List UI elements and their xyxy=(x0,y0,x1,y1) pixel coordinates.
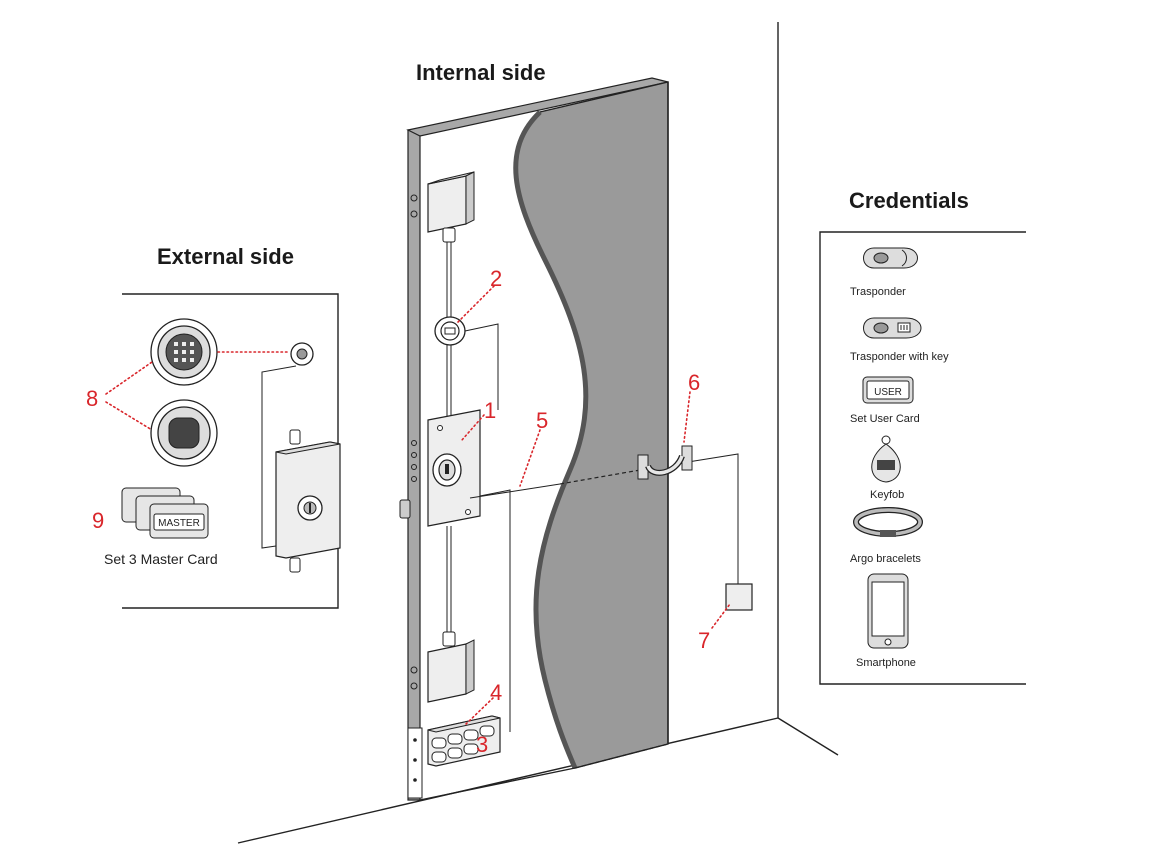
user-card-text: USER xyxy=(874,387,902,398)
proximity-pad-icon xyxy=(168,417,200,449)
callout-3: 3 xyxy=(476,732,488,757)
door-bottom-left xyxy=(419,767,576,801)
handle xyxy=(637,445,693,480)
upper-lock-box xyxy=(427,171,475,243)
credential-label: Keyfob xyxy=(870,489,904,501)
credential-label: Trasponder with key xyxy=(850,351,949,363)
signal-cable xyxy=(469,483,561,499)
door-bottom-dashed xyxy=(574,743,669,769)
callout-4: 4 xyxy=(490,680,502,705)
internal-side-heading: Internal side xyxy=(416,60,546,85)
frame-screw xyxy=(413,738,417,742)
frame-hole xyxy=(410,682,418,690)
callout-9: 9 xyxy=(92,508,104,533)
master-card-text: MASTER xyxy=(158,518,200,529)
frame-strike-plate xyxy=(407,727,423,799)
callout-4-leader xyxy=(465,697,494,725)
callout-8-leader xyxy=(105,361,153,395)
external-side-heading: External side xyxy=(157,244,294,269)
room-outline xyxy=(237,22,839,844)
frame-hole xyxy=(410,194,418,202)
credential-label: Argo bracelets xyxy=(850,553,921,565)
master-card-label: Set 3 Master Card xyxy=(104,551,218,567)
credentials-panel: Trasponder Trasponder with key USER Set … xyxy=(819,231,1026,685)
external-cable xyxy=(261,365,297,549)
callout-2: 2 xyxy=(490,266,502,291)
callout-7: 7 xyxy=(698,628,710,653)
frame-knob xyxy=(399,499,411,519)
callout-6: 6 xyxy=(688,370,700,395)
cable-to-sensor xyxy=(687,453,739,584)
floor-right-line xyxy=(777,717,839,756)
callout-5: 5 xyxy=(536,408,548,433)
frame-screw xyxy=(413,758,417,762)
frame-hole xyxy=(410,666,418,674)
callout-6-leader xyxy=(683,391,691,443)
master-cards-icon: MASTER xyxy=(121,487,209,539)
frame-screw xyxy=(413,778,417,782)
keyfob-icon xyxy=(871,435,901,483)
credential-label: Smartphone xyxy=(856,657,916,669)
credential-label: Set User Card xyxy=(850,413,920,425)
callout-8: 8 xyxy=(86,386,98,411)
callout-1-leader xyxy=(461,414,485,441)
frame-hole xyxy=(411,440,417,446)
main-lock-body xyxy=(427,409,481,527)
callout-2-leader xyxy=(457,285,495,323)
frame-hole xyxy=(411,476,417,482)
frame-hole xyxy=(411,464,417,470)
battery-cable xyxy=(479,489,511,732)
floor-line xyxy=(237,717,779,844)
credentials-panel-frame xyxy=(819,231,1026,685)
callout-8-leader xyxy=(105,401,153,431)
credential-label: Trasponder xyxy=(850,286,906,298)
lower-lock-box xyxy=(427,631,475,703)
external-panel: 8 9 MASTER Set 3 Master Card xyxy=(86,293,341,609)
transponder-icon xyxy=(863,247,918,269)
callout-5-leader xyxy=(519,429,541,487)
callout-7-leader xyxy=(711,603,731,629)
smartphone-icon xyxy=(867,573,909,649)
credentials-heading: Credentials xyxy=(849,188,969,213)
user-card-icon: USER xyxy=(862,376,914,404)
battery-pack xyxy=(427,715,501,767)
callout-1: 1 xyxy=(484,398,496,423)
transponder-key-icon xyxy=(863,317,922,339)
door xyxy=(399,77,669,801)
reader-cable xyxy=(464,323,499,410)
internal-reader xyxy=(434,316,466,346)
bracelet-icon xyxy=(853,507,923,537)
frame-hole xyxy=(410,210,418,218)
door-leaf-edge xyxy=(513,110,589,769)
frame-hole xyxy=(411,452,417,458)
sensor-box xyxy=(725,583,753,611)
external-lock-plate xyxy=(275,429,341,573)
